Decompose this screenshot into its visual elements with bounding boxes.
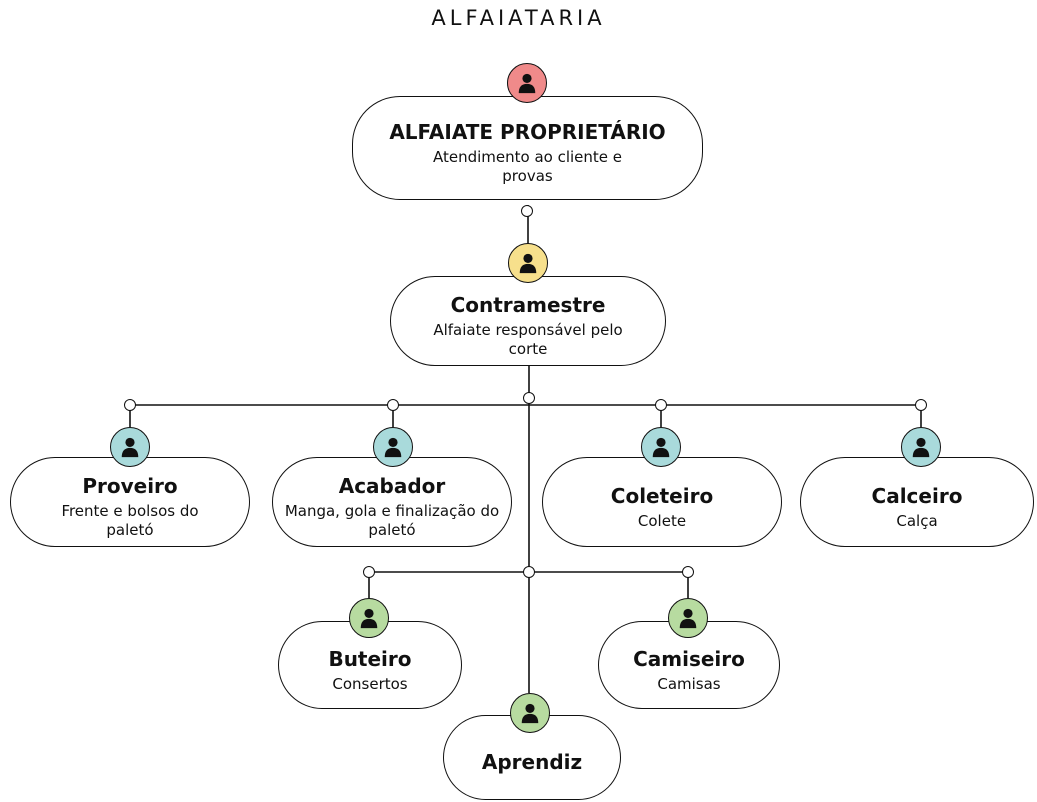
junction-dot — [682, 566, 694, 578]
node-calceiro-name: Calceiro — [871, 483, 963, 508]
diagram-title: ALFAIATARIA — [431, 6, 606, 30]
node-foreman: Contramestre Alfaiate responsável pelo c… — [390, 276, 666, 366]
node-owner-name: ALFAIATE PROPRIETÁRIO — [389, 120, 666, 144]
node-buteiro: Buteiro Consertos — [278, 621, 462, 709]
junction-dot — [124, 399, 136, 411]
junction-dot — [363, 566, 375, 578]
person-icon — [641, 427, 681, 467]
person-icon — [110, 427, 150, 467]
person-icon — [507, 63, 547, 103]
person-icon — [508, 243, 548, 283]
node-aprendiz-name: Aprendiz — [481, 749, 583, 774]
node-buteiro-name: Buteiro — [328, 646, 412, 671]
node-acabador-name: Acabador — [338, 474, 446, 498]
node-acabador-desc: Manga, gola e finalização do paletó — [284, 502, 500, 539]
node-coleteiro-name: Coleteiro — [610, 483, 714, 508]
node-owner-desc: Atendimento ao cliente e provas — [432, 148, 623, 185]
node-proveiro-desc: Frente e bolsos do paletó — [61, 502, 199, 539]
node-foreman-desc: Alfaiate responsável pelo corte — [433, 321, 623, 358]
person-icon — [373, 427, 413, 467]
node-proveiro: Proveiro Frente e bolsos do paletó — [10, 457, 250, 547]
junction-dot — [523, 566, 535, 578]
node-coleteiro-desc: Colete — [637, 511, 687, 530]
node-camiseiro-desc: Camisas — [657, 674, 721, 693]
node-acabador: Acabador Manga, gola e finalização do pa… — [272, 457, 512, 547]
node-calceiro-desc: Calça — [896, 511, 938, 530]
junction-dot — [387, 399, 399, 411]
junction-dot — [915, 399, 927, 411]
person-icon — [668, 598, 708, 638]
node-camiseiro-name: Camiseiro — [633, 646, 745, 671]
junction-dot — [521, 205, 533, 217]
junction-dot — [523, 392, 535, 404]
node-coleteiro: Coleteiro Colete — [542, 457, 782, 547]
node-buteiro-desc: Consertos — [332, 674, 408, 693]
person-icon — [349, 598, 389, 638]
person-icon — [510, 693, 550, 733]
junction-dot — [655, 399, 667, 411]
node-proveiro-name: Proveiro — [82, 474, 178, 498]
node-owner: ALFAIATE PROPRIETÁRIO Atendimento ao cli… — [352, 96, 703, 200]
node-calceiro: Calceiro Calça — [800, 457, 1034, 547]
person-icon — [901, 427, 941, 467]
node-foreman-name: Contramestre — [450, 293, 606, 317]
